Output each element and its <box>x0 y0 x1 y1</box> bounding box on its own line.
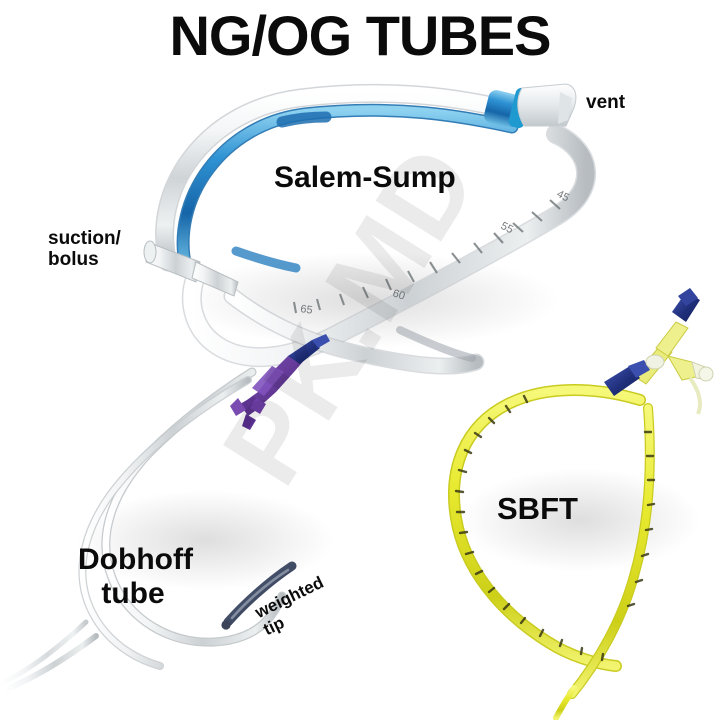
vent-connector <box>484 83 577 129</box>
svg-text:65: 65 <box>300 303 314 317</box>
salem-sump-tube: 45 55 60 65 <box>143 83 596 375</box>
svg-text:60: 60 <box>391 287 406 302</box>
sbft-markings <box>454 394 656 662</box>
sbft-tube <box>448 288 714 720</box>
weighted-tip <box>221 561 297 630</box>
depth-numerals: 45 55 60 65 <box>300 188 571 317</box>
depth-markings <box>292 199 561 314</box>
label-salem-sump: Salem-Sump <box>274 161 456 194</box>
label-sbft: SBFT <box>497 491 578 526</box>
dobhoff-hub <box>230 334 330 430</box>
label-dobhoff-tube: Dobhoff tube <box>78 543 193 610</box>
page-title: NG/OG TUBES <box>169 4 551 67</box>
sbft-loose-cap <box>604 354 665 396</box>
svg-text:55: 55 <box>499 220 515 236</box>
sbft-connector <box>633 288 714 415</box>
label-vent: vent <box>586 92 626 113</box>
svg-text:45: 45 <box>555 188 571 204</box>
suction-bolus-port <box>143 240 239 297</box>
dobhoff-tube <box>0 334 330 693</box>
label-suction-bolus: suction/ bolus <box>48 228 121 271</box>
